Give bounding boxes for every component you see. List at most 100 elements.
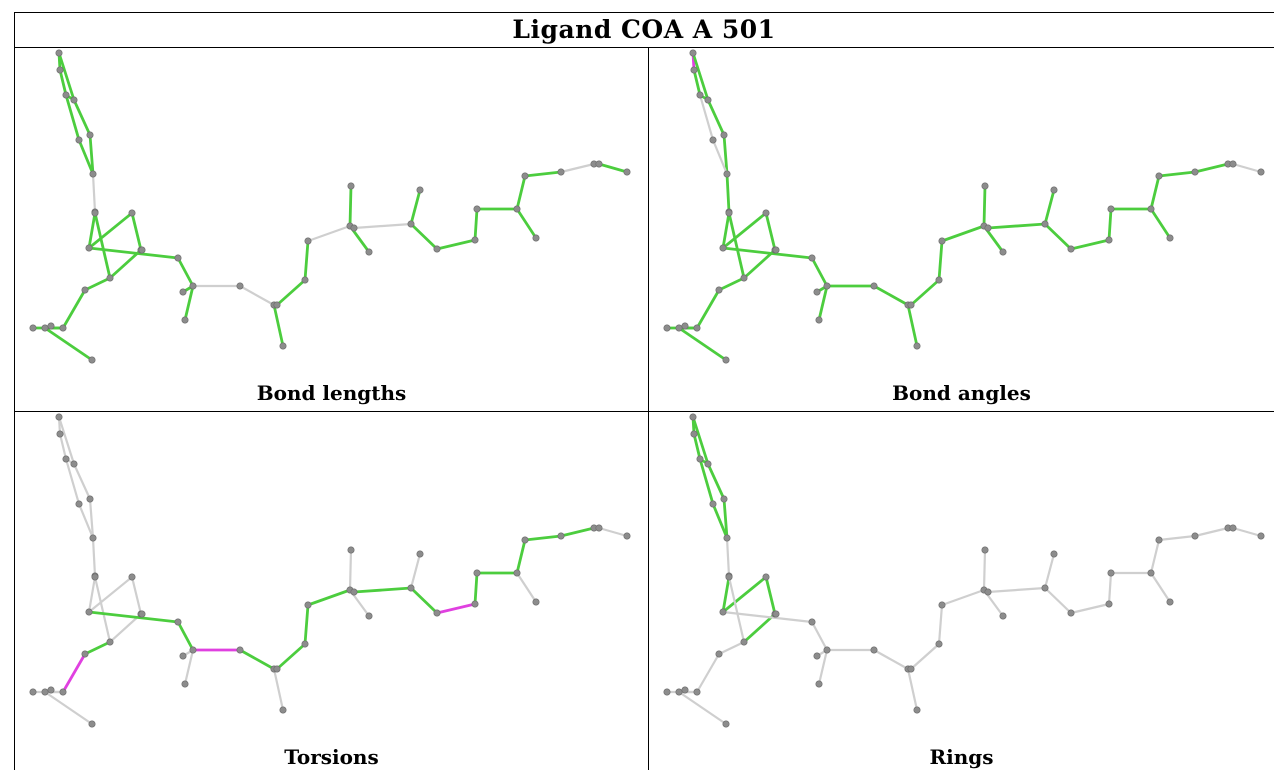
bond-ok-14: [727, 211, 746, 280]
bond-neutral-6: [88, 497, 95, 540]
bond-ok-6: [88, 133, 95, 176]
atom-41: [1166, 234, 1174, 242]
bond-neutral-43: [1149, 538, 1161, 575]
atom-15: [715, 286, 723, 294]
atom-24: [179, 652, 187, 660]
atom-43: [557, 168, 565, 176]
bond-ok-16: [717, 276, 746, 292]
atom-11: [762, 209, 770, 217]
bond-neutral-42: [515, 571, 538, 604]
bond-neutral-24: [183, 648, 195, 686]
atom-7: [723, 534, 731, 542]
bond-ok-43: [515, 174, 527, 211]
bond-neutral-1: [57, 415, 76, 466]
bond-ok-40: [473, 207, 479, 242]
bond-neutral-45: [559, 162, 596, 174]
bond-ok-36: [986, 222, 1047, 230]
molecule-bond-lengths: [29, 49, 631, 364]
atom-23: [815, 316, 823, 324]
bond-ok-5: [706, 98, 726, 137]
bond-neutral-33: [982, 548, 987, 592]
bond-neutral-39: [1069, 602, 1111, 615]
atom-30: [938, 237, 946, 245]
atom-15: [81, 650, 89, 658]
atom-18: [675, 324, 683, 332]
atom-39: [1107, 205, 1115, 213]
atom-29: [301, 640, 309, 648]
bond-ok-32: [306, 588, 352, 607]
atom-1: [56, 430, 64, 438]
atom-43: [1191, 532, 1199, 540]
molecule-torsions: [29, 413, 631, 728]
atom-22: [823, 646, 831, 654]
atom-25: [236, 646, 244, 654]
bond-ok-21: [677, 326, 728, 362]
bond-neutral-47: [1231, 162, 1263, 174]
atom-32: [981, 182, 989, 190]
frame-center-divider: [648, 47, 649, 770]
bond-neutral-23: [810, 620, 829, 652]
atom-24: [813, 652, 821, 660]
bond-ok-16: [83, 640, 112, 656]
atom-10: [85, 608, 93, 616]
atom-2: [689, 49, 697, 57]
bond-neutral-45: [1193, 526, 1230, 538]
bond-neutral-4: [698, 93, 715, 142]
bond-neutral-12: [130, 575, 143, 616]
bond-ok-24: [183, 284, 195, 322]
atom-10: [719, 608, 727, 616]
panel-bond-angles: Bond angles: [649, 48, 1274, 411]
atom-40: [1147, 205, 1155, 213]
frame-middle-divider: [14, 411, 1274, 412]
atom-7: [89, 534, 97, 542]
bond-ok-29: [272, 303, 285, 348]
bond-ok-13: [742, 612, 777, 644]
bond-ok-24: [817, 284, 829, 322]
bond-neutral-7: [77, 502, 95, 540]
bond-ok-30: [275, 642, 307, 671]
atom-22: [189, 282, 197, 290]
atom-35: [407, 584, 415, 592]
bond-neutral-47: [597, 526, 629, 538]
atom-27: [273, 665, 281, 673]
atom-2: [55, 49, 63, 57]
atom-4: [62, 455, 70, 463]
bond-ok-8: [725, 172, 731, 214]
atom-9: [725, 573, 733, 581]
atom-33: [999, 248, 1007, 256]
bond-ok-33: [982, 184, 987, 228]
atom-9: [91, 573, 99, 581]
atom-23: [181, 680, 189, 688]
bond-ok-38: [409, 586, 439, 615]
atom-36: [1050, 550, 1058, 558]
bond-neutral-38: [1043, 586, 1073, 615]
atom-6: [86, 495, 94, 503]
atom-29: [935, 276, 943, 284]
atom-14: [138, 246, 146, 254]
atom-6: [720, 495, 728, 503]
bond-ok-44: [523, 534, 563, 542]
bond-neutral-8: [91, 172, 97, 214]
bond-ok-29: [906, 303, 919, 348]
atom-25: [236, 282, 244, 290]
bond-neutral-47: [1231, 526, 1263, 538]
atom-41: [532, 598, 540, 606]
bond-ok-22: [87, 610, 180, 624]
bond-ok-44: [523, 170, 563, 178]
bond-neutral-27: [872, 648, 910, 671]
atom-38: [1105, 236, 1113, 244]
atom-30: [304, 601, 312, 609]
bond-ok-43: [515, 538, 527, 575]
atom-3: [70, 460, 78, 468]
atom-7: [723, 170, 731, 178]
bond-neutral-11: [87, 575, 134, 614]
atom-13: [106, 274, 114, 282]
atom-5: [709, 136, 717, 144]
bond-neutral-8: [725, 536, 731, 578]
atom-38: [1105, 600, 1113, 608]
bond-ok-5: [72, 98, 92, 137]
bond-ok-30: [275, 278, 307, 307]
atom-23: [181, 316, 189, 324]
bond-ok-21: [43, 326, 94, 362]
